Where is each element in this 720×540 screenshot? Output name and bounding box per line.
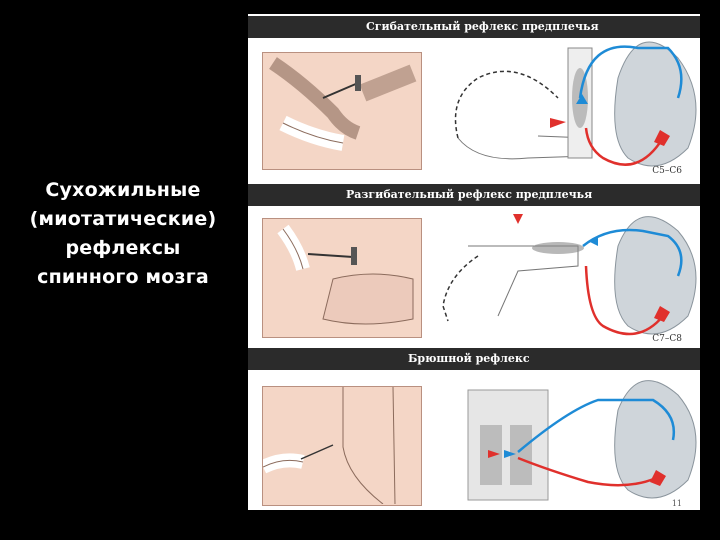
reflex-figure: Сгибательный рефлекс предплечья C5–: [248, 14, 700, 510]
figure-bottom-mark: 11: [672, 499, 682, 508]
title-line-1: Сухожильные: [0, 176, 246, 205]
segment-label-flexor: C5–C6: [652, 166, 682, 176]
panel-flexor-reflex: C5–C6: [248, 38, 700, 188]
title-line-2: (миотатические): [0, 205, 246, 234]
panel-heading-abdominal: Брюшной рефлекс: [248, 348, 700, 370]
photo-flexor-test: [262, 52, 422, 170]
panel-abdominal-reflex: 11: [248, 370, 700, 510]
segment-label-extensor: C7–C8: [652, 334, 682, 344]
photo-abdominal-test: [262, 386, 422, 506]
slide-title: Сухожильные (миотатические) рефлексы спи…: [0, 176, 246, 292]
hammer-triceps-illustration: [263, 219, 420, 336]
title-line-4: спинного мозга: [0, 263, 246, 292]
abdomen-stroke-illustration: [263, 387, 420, 504]
reflex-arc-diagram-abdominal: [438, 370, 700, 510]
panel-extensor-reflex: C7–C8: [248, 206, 700, 348]
reflex-arc-diagram-extensor: [438, 206, 700, 348]
photo-extensor-test: [262, 218, 422, 338]
panel-heading-flexor: Сгибательный рефлекс предплечья: [248, 16, 700, 38]
panel-heading-extensor: Разгибательный рефлекс предплечья: [248, 184, 700, 206]
hammer-elbow-illustration: [263, 53, 420, 168]
title-line-3: рефлексы: [0, 234, 246, 263]
